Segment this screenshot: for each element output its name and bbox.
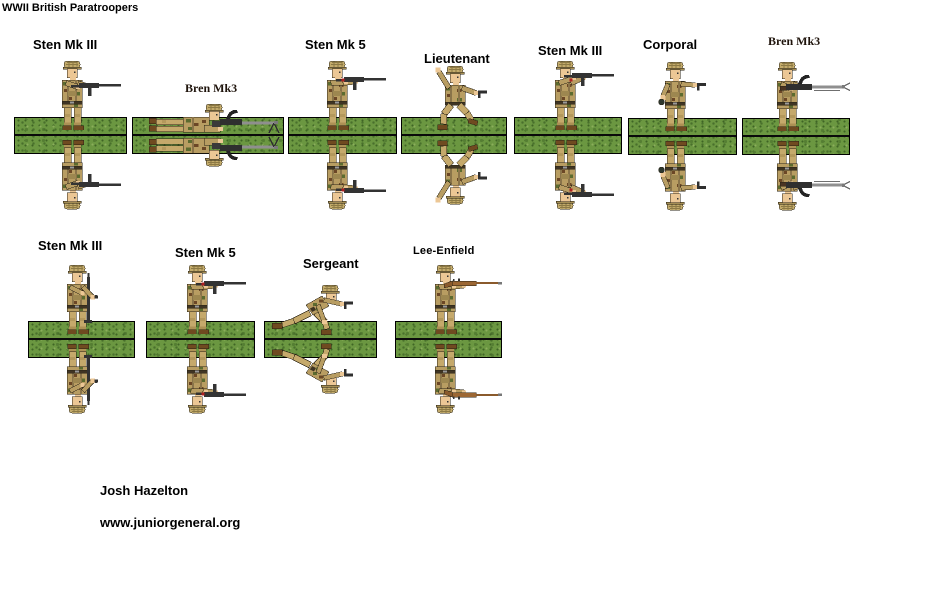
soldier-figure (186, 264, 246, 334)
soldier-figure (434, 264, 502, 334)
figure-label: Sten Mk 5 (175, 245, 236, 260)
figure-label: Sten Mk 5 (305, 37, 366, 52)
figure-label: Bren Mk3 (768, 34, 821, 48)
fold-line (29, 338, 134, 340)
soldier-figure (326, 60, 386, 130)
figure-label: Lieutenant (424, 51, 490, 66)
figure-label: Sten Mk III (33, 37, 98, 52)
soldier-figure-mirrored (61, 140, 121, 210)
soldier-figure (61, 60, 121, 130)
soldier-figure-mirrored (554, 140, 614, 210)
credit-website: www.juniorgeneral.org (100, 515, 241, 530)
figure-label: Sergeant (303, 256, 359, 271)
soldier-figure-mirrored (66, 344, 98, 414)
figure-label: Bren Mk3 (185, 81, 238, 95)
soldier-figure (66, 264, 98, 334)
fold-line (15, 134, 126, 136)
soldier-figure (435, 65, 487, 130)
fold-line (515, 134, 621, 136)
figure-label: Sten Mk III (38, 238, 103, 253)
figure-label: Corporal (643, 37, 698, 52)
base-strip (401, 117, 507, 154)
page-title: WWII British Paratroopers (2, 2, 139, 14)
fold-line (147, 338, 254, 340)
fold-line (265, 338, 376, 340)
soldier-figure-mirrored (776, 141, 851, 211)
soldier-figure (658, 61, 706, 131)
soldier-figure (776, 61, 851, 131)
fold-line (289, 134, 396, 136)
soldier-figure-mirrored (435, 140, 487, 205)
soldier-figure-mirrored (186, 344, 246, 414)
soldier-figure-mirrored (148, 136, 280, 167)
fold-line (133, 134, 283, 136)
soldier-figure (148, 103, 280, 134)
soldier-figure-mirrored (658, 141, 706, 211)
base-strip (264, 321, 377, 358)
soldier-figure (554, 60, 614, 130)
soldier-figure (271, 284, 353, 335)
credit-author: Josh Hazelton (100, 483, 189, 498)
fold-line (629, 135, 736, 137)
soldier-figure-mirrored (271, 343, 353, 394)
figure-label: Sten Mk III (538, 43, 603, 58)
soldier-figure-mirrored (434, 344, 502, 414)
fold-line (743, 135, 849, 137)
fold-line (396, 338, 501, 340)
soldier-figure-mirrored (326, 140, 386, 210)
fold-line (402, 134, 506, 136)
figure-label: Lee-Enfield (413, 245, 475, 257)
